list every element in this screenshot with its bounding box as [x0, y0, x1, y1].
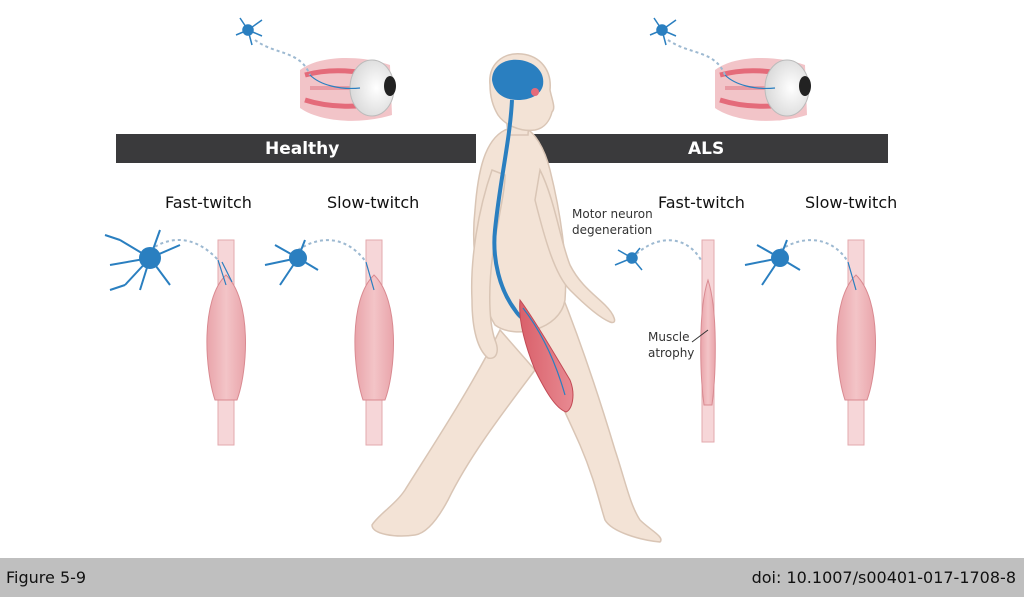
- als-banner-label: ALS: [688, 139, 725, 159]
- healthy-eye-neuron: [235, 17, 263, 46]
- healthy-fast-twitch-neuron: [104, 229, 181, 291]
- motor-neuron-label-line1: Motor neuron: [572, 207, 653, 221]
- als-degenerating-neuron: [614, 247, 643, 271]
- muscle-atrophy-pointer: [691, 329, 709, 343]
- doi-label: doi: 10.1007/s00401-017-1708-8: [751, 568, 1016, 587]
- healthy-slow-twitch-muscle: [297, 239, 394, 446]
- healthy-slow-twitch-label: Slow-twitch: [327, 193, 420, 212]
- healthy-banner-label: Healthy: [265, 139, 340, 159]
- als-eye-neuron: [649, 17, 677, 46]
- figure-label: Figure 5-9: [6, 568, 87, 587]
- healthy-slow-twitch-neuron: [264, 239, 319, 286]
- als-eye-illustration: [649, 17, 811, 121]
- als-banner: [530, 134, 888, 163]
- als-fast-twitch-muscle: [631, 239, 716, 443]
- muscle-atrophy-line2: atrophy: [648, 346, 695, 360]
- walking-person-figure: [371, 53, 662, 543]
- healthy-fast-twitch-muscle: [149, 238, 246, 446]
- healthy-fast-twitch-label: Fast-twitch: [165, 193, 252, 212]
- healthy-banner: [116, 134, 476, 163]
- als-slow-twitch-neuron: [744, 239, 801, 286]
- motor-neuron-label-line2: degeneration: [572, 223, 653, 237]
- muscle-atrophy-line1: Muscle: [648, 330, 690, 344]
- als-fast-twitch-label: Fast-twitch: [658, 193, 745, 212]
- footer-bar: Figure 5-9 doi: 10.1007/s00401-017-1708-…: [0, 558, 1024, 597]
- motor-neuron-degeneration-label: Motor neuron degeneration: [572, 206, 653, 238]
- als-slow-twitch-label: Slow-twitch: [805, 193, 898, 212]
- healthy-eye-illustration: [235, 17, 396, 121]
- muscle-atrophy-label: Muscle atrophy: [648, 329, 694, 361]
- als-slow-twitch-muscle: [779, 239, 876, 446]
